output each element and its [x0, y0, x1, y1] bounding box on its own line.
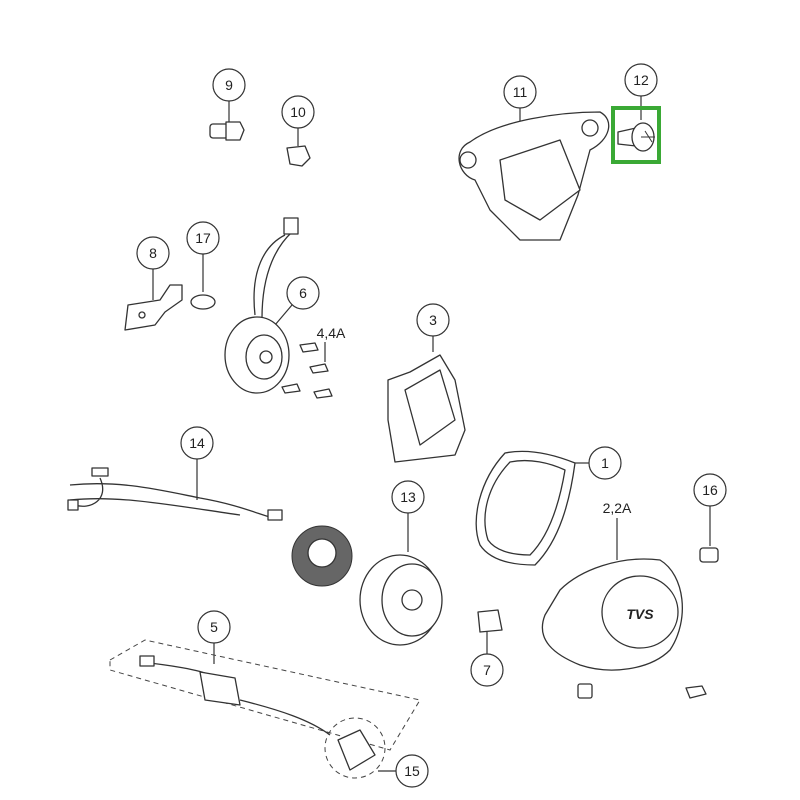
svg-text:14: 14 — [189, 435, 205, 451]
callout-4-4a: 4,4A — [317, 325, 346, 341]
svg-text:15: 15 — [404, 763, 420, 779]
callout-13: 13 — [391, 480, 425, 514]
svg-text:10: 10 — [290, 104, 306, 120]
callout-6: 6 — [286, 276, 320, 310]
part-14-stator[interactable] — [67, 459, 353, 587]
callout-1: 1 — [588, 446, 622, 480]
callout-5: 5 — [197, 610, 231, 644]
svg-text:17: 17 — [195, 230, 211, 246]
svg-text:9: 9 — [225, 77, 233, 93]
callout-16: 16 — [693, 473, 727, 507]
svg-text:16: 16 — [702, 482, 718, 498]
part-10-nut[interactable] — [286, 128, 311, 167]
part-12-screw[interactable] — [611, 96, 661, 164]
part-1-gasket[interactable] — [475, 450, 589, 566]
part-6-rotor-assembly[interactable] — [224, 217, 299, 394]
svg-text:13: 13 — [400, 489, 416, 505]
part-8-bracket[interactable] — [124, 269, 183, 331]
svg-text:1: 1 — [601, 455, 609, 471]
part-16-dowel[interactable] — [699, 506, 719, 563]
callout-8: 8 — [136, 236, 170, 270]
part-17-clip[interactable] — [190, 254, 216, 310]
callout-9: 9 — [212, 68, 246, 102]
part-3-plate[interactable] — [387, 336, 466, 463]
leader-line — [274, 304, 293, 326]
part-5-ignition-coil[interactable] — [109, 639, 421, 751]
callout-2-2a: 2,2A — [603, 500, 632, 516]
callout-14: 14 — [180, 426, 214, 460]
svg-text:8: 8 — [149, 245, 157, 261]
svg-text:7: 7 — [483, 662, 491, 678]
callout-17: 17 — [186, 221, 220, 255]
callout-11: 11 — [503, 75, 537, 109]
callout-15: 15 — [395, 754, 429, 788]
part-7-collar[interactable] — [477, 609, 503, 654]
cover-logo: TVS — [626, 606, 654, 622]
svg-text:11: 11 — [513, 84, 528, 100]
part-15-plug-cap[interactable] — [324, 717, 396, 779]
svg-text:3: 3 — [429, 312, 437, 328]
svg-text:6: 6 — [299, 285, 307, 301]
svg-text:12: 12 — [633, 72, 649, 88]
highlight-box — [611, 106, 661, 164]
part-13-flywheel[interactable] — [359, 513, 443, 646]
part-9-bolt[interactable] — [209, 101, 245, 141]
part-11-sprocket-cover[interactable] — [458, 108, 610, 241]
callout-7: 7 — [470, 653, 504, 687]
callout-10: 10 — [281, 95, 315, 129]
part-4-bolts[interactable] — [281, 342, 333, 399]
callout-12: 12 — [624, 63, 658, 97]
callout-3: 3 — [416, 303, 450, 337]
part-2-crankcase-cover[interactable]: TVS — [541, 518, 707, 699]
svg-text:5: 5 — [210, 619, 218, 635]
